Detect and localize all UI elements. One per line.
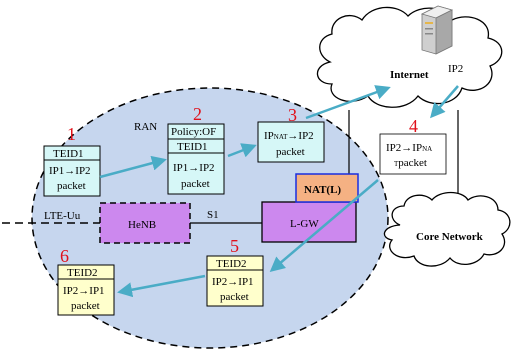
packet-6: TEID2 IP2→IP1 packet [57, 264, 115, 316]
step-6: 6 [60, 246, 69, 266]
packet-1-type: packet [57, 180, 86, 192]
packet-3: IPNAT→IP2 packet [257, 121, 325, 163]
arrow-1-to-2 [99, 155, 167, 179]
packet-1: TEID1 IP1→IP2 packet [43, 145, 101, 197]
step-5: 5 [230, 236, 239, 256]
svg-text:IP2→IPNA: IP2→IPNA [386, 142, 432, 154]
packet-4: IP2→IPNA Tpacket [379, 133, 447, 175]
arrow-4-to-5 [269, 179, 379, 272]
packet-2: Policy:OF TEID1 IP1→IP2 packet [167, 123, 225, 195]
nat-label: NAT(L) [304, 184, 341, 196]
nat-box [295, 173, 359, 203]
arrow-3-to-internet [305, 85, 391, 120]
packet-4-route-pre: IP2→IP [386, 142, 422, 154]
ran-label: RAN [134, 121, 157, 133]
core-network-cloud-icon [383, 191, 511, 267]
s1-label: S1 [207, 209, 219, 221]
server-icon [420, 5, 454, 55]
ip2-server-label: IP2 [448, 63, 463, 75]
internet-label: Internet [390, 69, 429, 81]
packet-6-teid: TEID2 [67, 267, 98, 279]
step-4: 4 [409, 116, 418, 136]
step-3: 3 [288, 105, 297, 125]
arrow-2-to-3 [227, 143, 257, 158]
internet-cloud-icon [316, 6, 503, 108]
lgw-label: L-GW [290, 218, 319, 230]
packet-6-type: packet [71, 300, 100, 312]
packet-2-teid: TEID1 [177, 141, 208, 153]
arrow-5-to-6 [117, 274, 206, 298]
lgw-node [261, 201, 357, 243]
packet-5-route: IP2→IP1 [212, 276, 254, 288]
packet-2-policy: Policy:OF [171, 126, 216, 138]
step-1: 1 [67, 124, 76, 144]
arrow-server-to-4 [430, 85, 459, 119]
packet-3-route-post: →IP2 [287, 130, 313, 142]
packet-2-route: IP1→IP2 [173, 162, 215, 174]
step-2: 2 [193, 104, 202, 124]
packet-3-route-sub: NAT [274, 133, 288, 141]
packet-4-type-sub: T [394, 160, 399, 168]
packet-6-route: IP2→IP1 [63, 285, 105, 297]
core-network-label: Core Network [416, 231, 484, 243]
svg-text:Tpacket: Tpacket [394, 157, 427, 169]
packet-5-teid: TEID2 [216, 258, 247, 270]
packet-1-route: IP1→IP2 [49, 165, 91, 177]
packet-2-type: packet [181, 178, 210, 190]
packet-4-route-sub: NA [422, 145, 432, 153]
lte-uu-label: LTE-Uu [44, 210, 81, 222]
packet-3-route-pre: IP [264, 130, 274, 142]
svg-text:IPNAT→IP2: IPNAT→IP2 [264, 130, 314, 142]
packet-5-type: packet [220, 291, 249, 303]
packet-4-type: packet [398, 157, 427, 169]
packet-5: TEID2 IP2→IP1 packet [206, 255, 264, 307]
henb-node [99, 202, 191, 244]
henb-label: HeNB [128, 219, 156, 231]
packet-1-teid: TEID1 [53, 148, 84, 160]
packet-3-type: packet [276, 146, 305, 158]
